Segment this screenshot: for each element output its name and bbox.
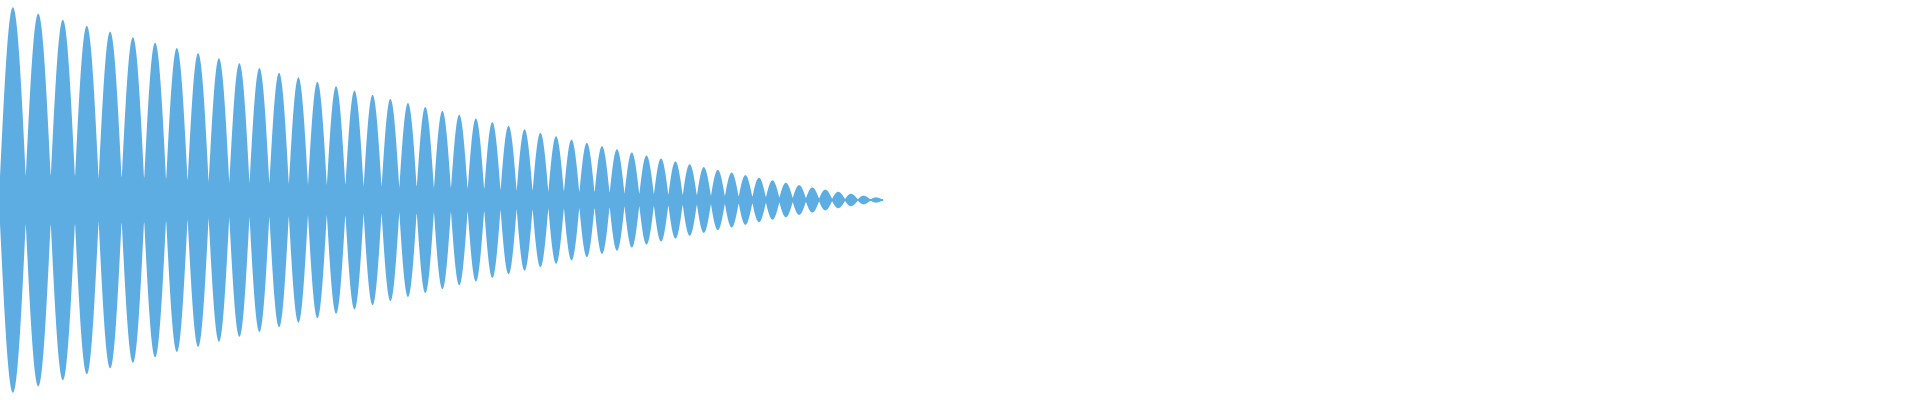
waveform-path <box>0 7 884 393</box>
